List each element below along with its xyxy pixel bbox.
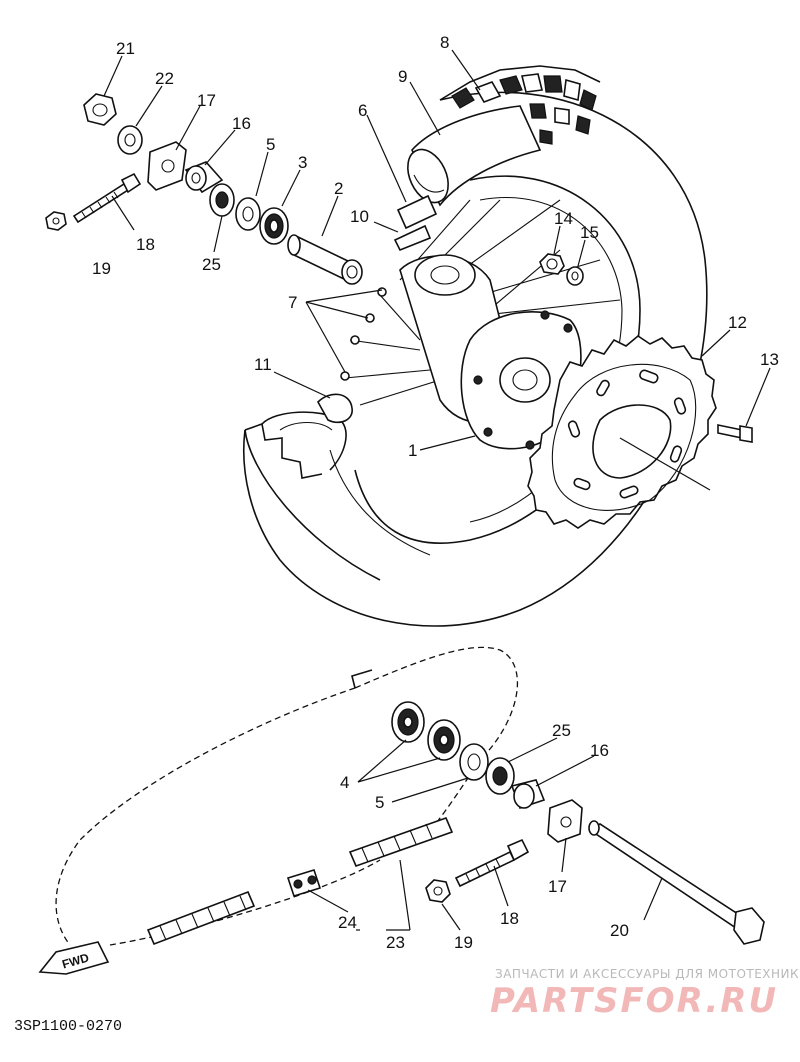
spoke-nipples	[340, 287, 387, 381]
callout-11: 11	[254, 355, 272, 374]
callout-14: 14	[554, 209, 573, 228]
callout-17-lower: 17	[548, 877, 567, 896]
callout-19-lower: 19	[454, 933, 473, 952]
callout-25-lower: 25	[552, 721, 571, 740]
callout-18-lower: 18	[500, 909, 519, 928]
lower-spacer	[459, 743, 489, 781]
bearing	[259, 207, 289, 245]
rim-lock	[393, 194, 438, 252]
chain-puller	[147, 141, 187, 191]
callout-15: 15	[580, 223, 599, 242]
watermark-tagline: ЗАПЧАСТИ И АКСЕССУАРЫ ДЛЯ МОТОТЕХНИКИ	[495, 967, 800, 981]
callout-16-lower: 16	[590, 741, 609, 760]
fwd-arrow	[38, 941, 110, 975]
drive-chain-path	[55, 646, 519, 946]
drive-chain	[146, 816, 454, 946]
callout-19: 19	[92, 259, 111, 278]
callout-24: 24	[338, 913, 357, 932]
callout-23: 23	[386, 933, 405, 952]
lower-oil-seal	[485, 757, 515, 795]
bearing-pair	[391, 701, 461, 761]
adjusting-bolt	[72, 172, 142, 224]
spacer	[235, 197, 261, 231]
rear-axle	[588, 820, 765, 945]
callout-7: 7	[288, 293, 297, 312]
callout-10: 10	[350, 207, 369, 226]
diagram-code: 3SP1100-0270	[14, 1018, 122, 1035]
callout-6: 6	[358, 101, 367, 120]
watermark: ЗАПЧАСТИ И АКСЕССУАРЫ ДЛЯ МОТОТЕХНИКИ PA…	[490, 967, 800, 1021]
callout-21: 21	[116, 39, 135, 58]
lock-washer	[566, 266, 584, 286]
lower-chain-puller	[547, 799, 583, 843]
adjuster-locknut	[45, 211, 67, 231]
chain-joint	[286, 869, 322, 897]
hub	[399, 254, 582, 450]
callout-22: 22	[155, 69, 174, 88]
callout-25: 25	[202, 255, 221, 274]
callout-labels: 21 22 17 16 5 3 2 8 9 6 10 18 19 25 14 1…	[92, 33, 779, 952]
inner-tube	[407, 105, 542, 207]
oil-seal	[209, 183, 235, 217]
callout-13: 13	[760, 350, 779, 369]
callout-5-lower: 5	[375, 793, 384, 812]
callout-9: 9	[398, 67, 407, 86]
lower-collar	[510, 779, 546, 810]
callout-18: 18	[136, 235, 155, 254]
lower-locknut	[425, 879, 451, 903]
rear-sprocket	[527, 335, 717, 529]
callout-8: 8	[440, 33, 449, 52]
watermark-brand: PARTSFOR.RU	[490, 981, 778, 1021]
axle-nut	[83, 93, 117, 126]
callout-1: 1	[408, 441, 417, 460]
tire-outline	[242, 65, 708, 627]
axle-washer	[117, 125, 143, 155]
callout-17: 17	[197, 91, 216, 110]
hub-spacer-tube	[287, 234, 363, 285]
rim-band	[317, 393, 353, 424]
callout-5: 5	[266, 135, 275, 154]
callout-20: 20	[610, 921, 629, 940]
collar	[184, 161, 224, 194]
callout-4: 4	[340, 773, 349, 792]
sprocket-bolt	[717, 424, 753, 443]
callout-12: 12	[728, 313, 747, 332]
callout-3: 3	[298, 153, 307, 172]
sprocket-nut	[539, 253, 565, 275]
leader-lines	[103, 49, 771, 931]
callout-2: 2	[334, 179, 343, 198]
lower-adjusting-bolt	[454, 838, 530, 888]
callout-16: 16	[232, 114, 251, 133]
